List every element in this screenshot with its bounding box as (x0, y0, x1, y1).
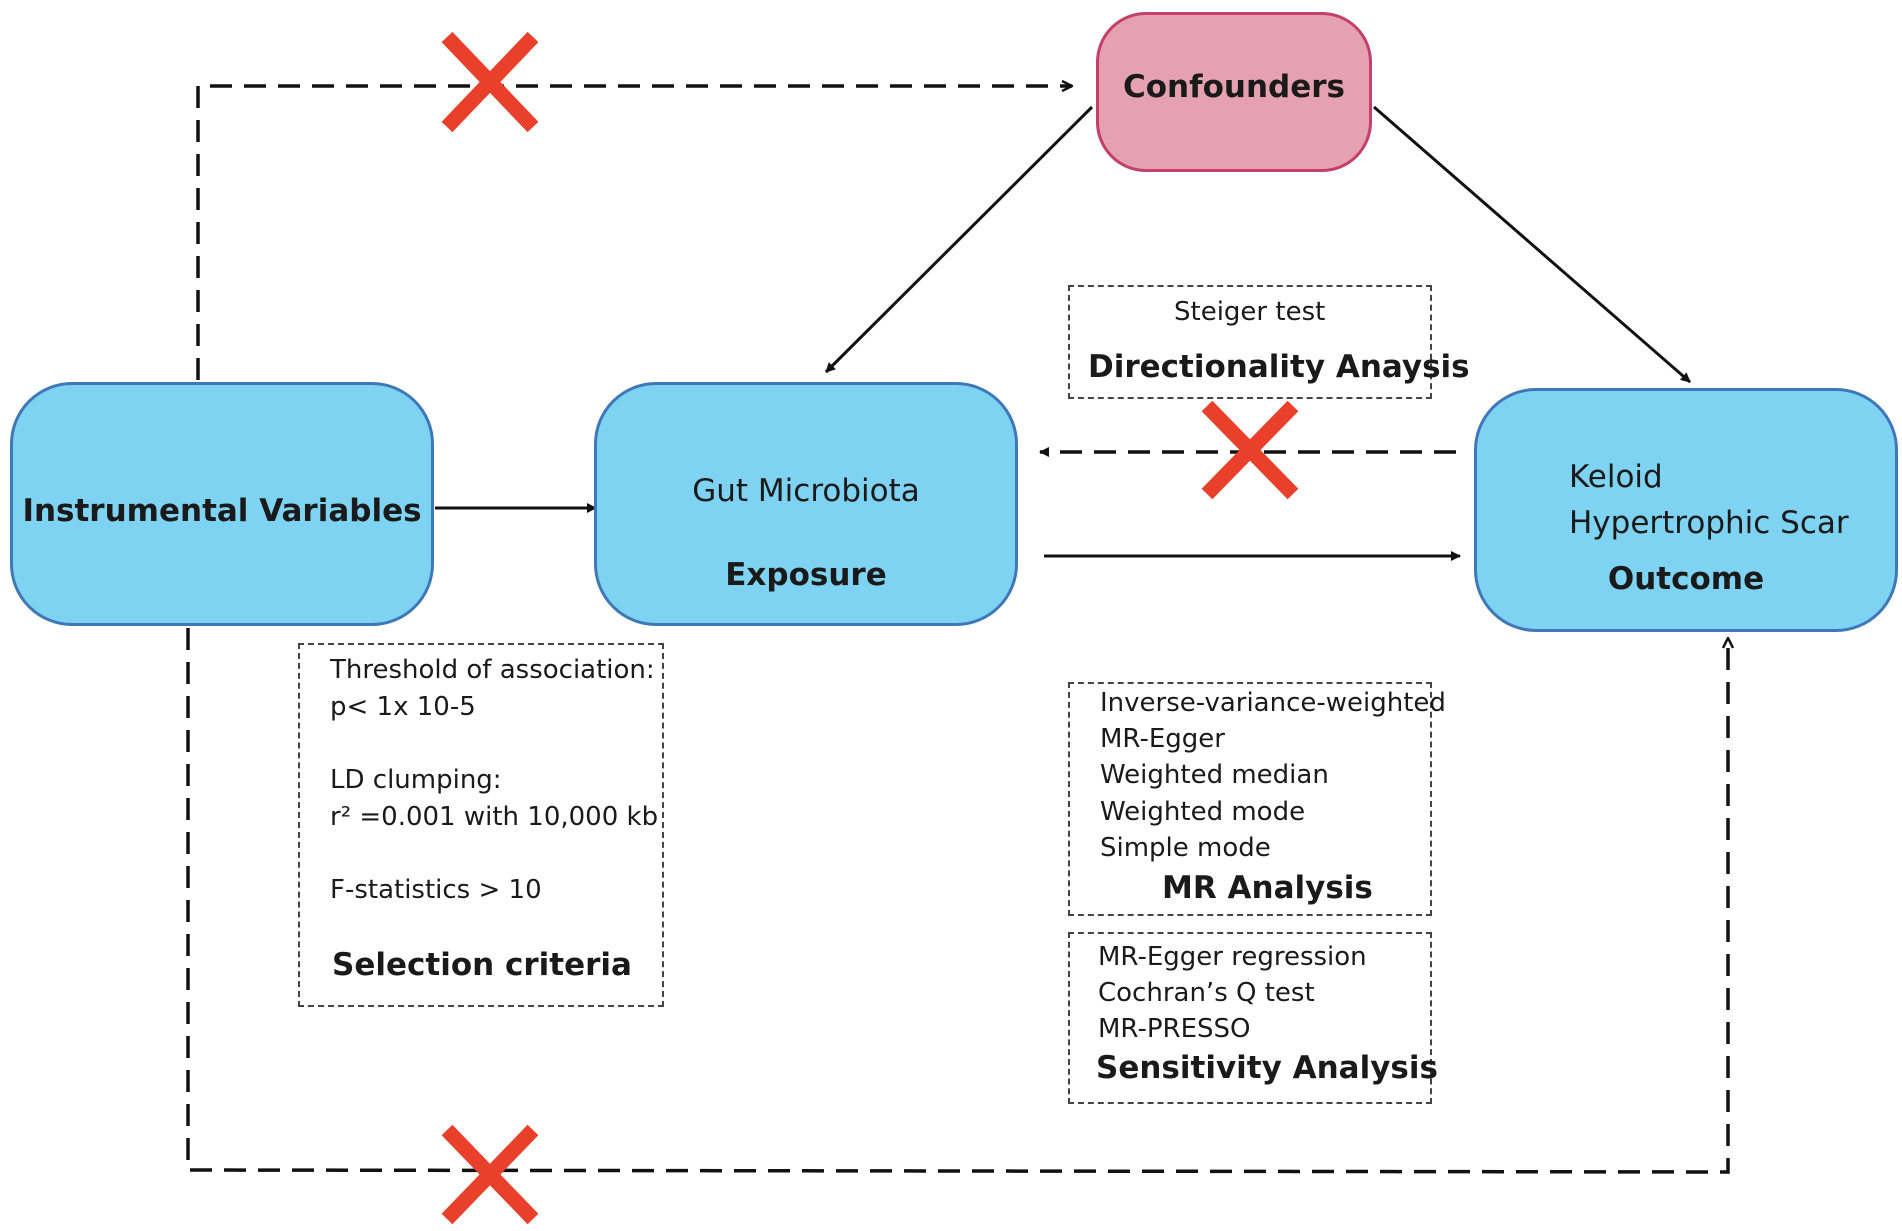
exposure-node: Gut Microbiota Exposure (594, 382, 1018, 626)
sensitivity-title: Sensitivity Analysis (1096, 1050, 1438, 1086)
confounders-label: Confounders (1123, 69, 1345, 105)
mr-method-item: MR-Egger (1100, 724, 1225, 754)
cross-icon (1201, 400, 1299, 500)
cross-icon (441, 1124, 539, 1225)
confounders-node: Confounders (1096, 12, 1372, 172)
sensitivity-item: MR-Egger regression (1098, 942, 1367, 972)
exposure-role: Exposure (725, 557, 887, 593)
sensitivity-item: MR-PRESSO (1098, 1014, 1251, 1044)
edge-iv-to-confounders (196, 86, 1072, 380)
mr-method-item: Weighted mode (1100, 797, 1306, 827)
edge-confounders-to-outcome (1373, 105, 1691, 384)
selection-item: Threshold of association: (330, 655, 655, 685)
selection-title: Selection criteria (332, 947, 632, 983)
exposure-name: Gut Microbiota (692, 473, 920, 509)
selection-item: F-statistics > 10 (330, 875, 542, 905)
instrumental-variables-node: Instrumental Variables (10, 382, 434, 626)
selection-item: LD clumping: (330, 765, 502, 795)
selection-item: r² =0.001 with 10,000 kb (330, 802, 659, 832)
mr-analysis-box: Inverse-variance-weighted MR-Egger Weigh… (1068, 682, 1446, 916)
instrumental-variables-label: Instrumental Variables (22, 493, 422, 529)
directionality-title: Directionality Anaysis (1088, 349, 1470, 385)
outcome-line-2: Hypertrophic Scar (1569, 505, 1849, 541)
sensitivity-item: Cochran’s Q test (1098, 978, 1315, 1008)
cross-icon (441, 31, 539, 133)
selection-item: p< 1x 10-5 (330, 692, 476, 722)
directionality-analysis-box: Steiger test Directionality Anaysis (1068, 285, 1470, 399)
mr-analysis-title: MR Analysis (1162, 870, 1373, 906)
selection-criteria-box: Threshold of association: p< 1x 10-5 LD … (298, 643, 664, 1007)
outcome-role: Outcome (1607, 561, 1765, 597)
outcome-node: Keloid Hypertrophic Scar Outcome (1474, 388, 1898, 632)
sensitivity-analysis-box: MR-Egger regression Cochran’s Q test MR-… (1068, 932, 1438, 1104)
edge-iv-to-outcome (186, 628, 1728, 1174)
mr-method-item: Weighted median (1100, 760, 1329, 790)
mr-method-item: Inverse-variance-weighted (1100, 688, 1446, 718)
outcome-line-1: Keloid (1569, 459, 1663, 495)
mr-method-item: Simple mode (1100, 833, 1271, 863)
edge-confounders-to-exposure (824, 105, 1094, 374)
directionality-item: Steiger test (1174, 297, 1326, 327)
